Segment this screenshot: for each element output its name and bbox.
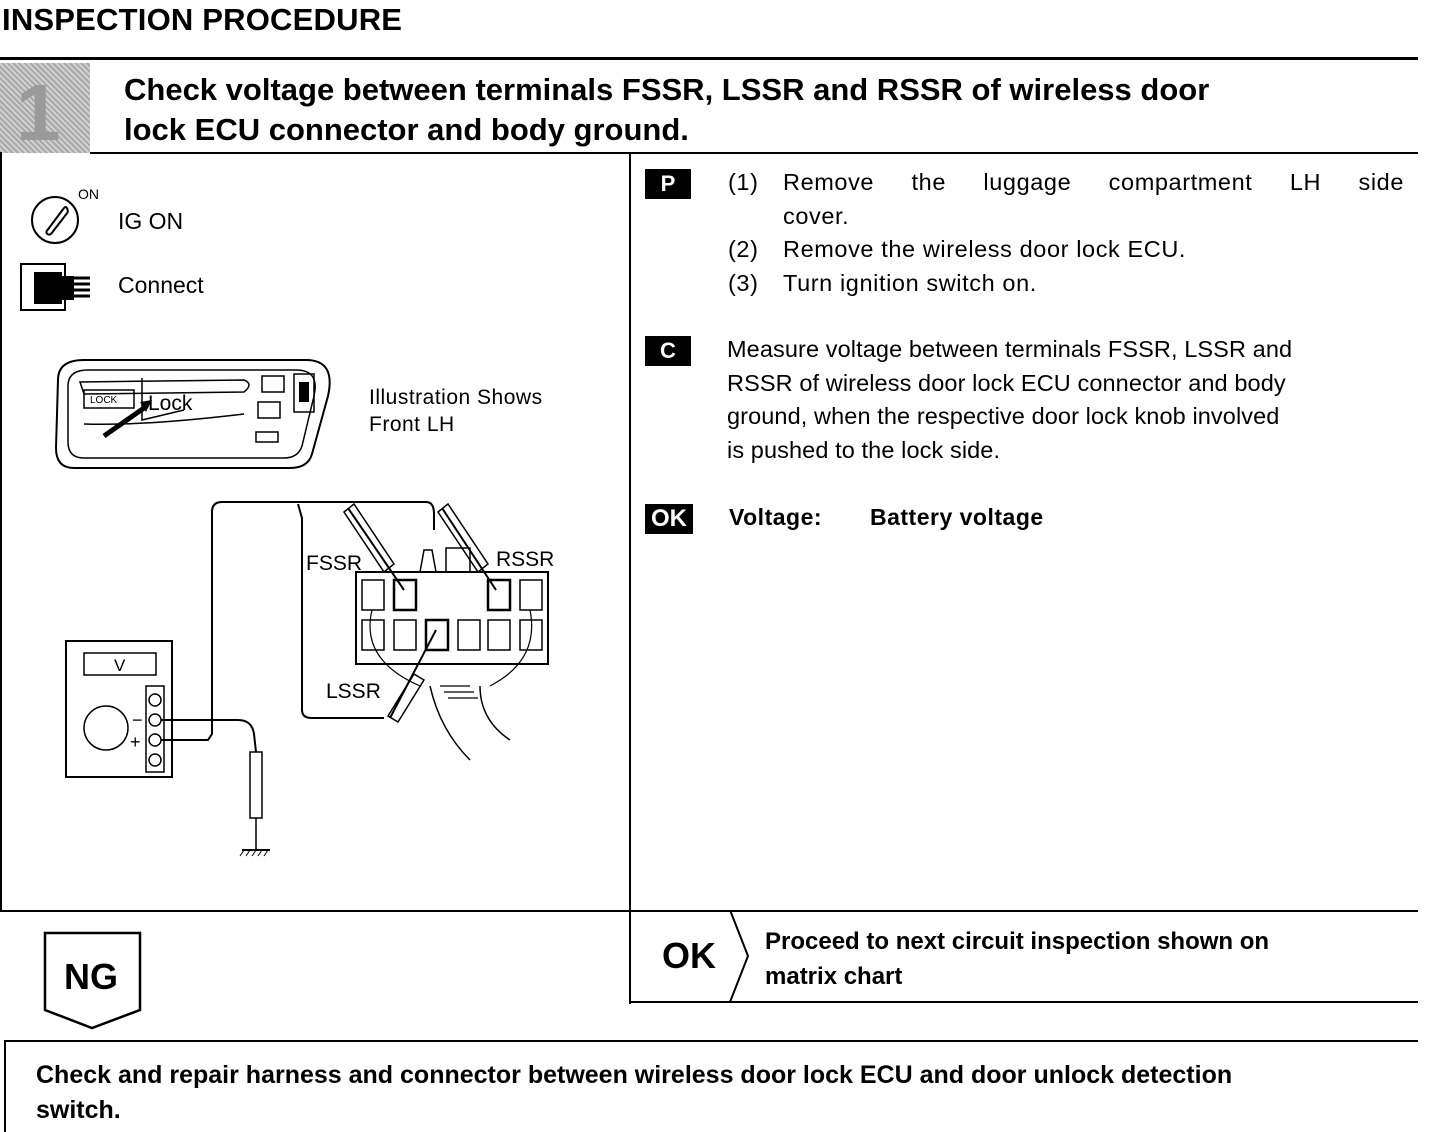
step-text: Remove the wireless door lock ECU. (783, 236, 1187, 262)
prepare-steps: (1) Remove the luggage compartment LH si… (728, 166, 1404, 300)
door-lock-switch-illustration: LOCK Lock (54, 359, 331, 469)
repair-line: Check and repair harness and connector b… (36, 1061, 1233, 1089)
frame-bottom-line (0, 910, 1418, 912)
plus-terminal-label: + (130, 732, 141, 752)
ignition-key-icon (31, 196, 79, 244)
check-line: RSSR of wireless door lock ECU connector… (727, 369, 1286, 396)
terminal-label-fssr: FSSR (306, 552, 362, 575)
repair-top-line (4, 1040, 1418, 1042)
ok-arrow-chevron (729, 910, 750, 1003)
step-title-line: lock ECU connector and body ground. (124, 112, 689, 147)
ok-bottom-line (629, 1001, 1418, 1003)
frame-divider-line (629, 152, 631, 1004)
frame-top-line (90, 152, 1418, 154)
title-divider (0, 57, 1418, 60)
ng-label: NG (64, 956, 118, 997)
voltmeter-label: V (114, 656, 126, 675)
step-num: (1) (728, 169, 759, 195)
step-text: Remove the luggage compartment LH side (783, 169, 1404, 195)
terminal-label-lssr: LSSR (326, 680, 381, 703)
repair-left-line (4, 1040, 6, 1132)
step-number: 1 (16, 68, 61, 157)
caption-line: Front LH (369, 413, 455, 436)
ok-spec-tag: OK (645, 504, 693, 534)
illustration-caption: Illustration Shows Front LH (369, 384, 543, 438)
prepare-step: (2) Remove the wireless door lock ECU. (728, 233, 1404, 267)
probe-lssr (386, 629, 437, 724)
step-title-line: Check voltage between terminals FSSR, LS… (124, 72, 1210, 107)
ng-box (43, 931, 142, 1030)
check-tag: C (645, 336, 691, 366)
ignition-on-mark: ON (78, 186, 99, 202)
check-line: Measure voltage between terminals FSSR, … (727, 336, 1293, 362)
step-text-cont: cover. (783, 202, 850, 229)
check-line: is pushed to the lock side. (727, 436, 1001, 463)
prepare-step: (3) Turn ignition switch on. (728, 267, 1404, 301)
ok-result-line: Proceed to next circuit inspection shown… (765, 928, 1270, 955)
ok-result-text: Proceed to next circuit inspection shown… (765, 924, 1269, 994)
step-text: Turn ignition switch on. (783, 269, 1037, 296)
lock-button-label: LOCK (90, 395, 118, 406)
prepare-step: (1) Remove the luggage compartment LH si… (728, 166, 1404, 200)
page-title: INSPECTION PROCEDURE (2, 2, 403, 37)
step-number-box: 1 (0, 63, 90, 157)
step-num: (2) (728, 236, 759, 262)
ok-result-line: matrix chart (765, 963, 903, 990)
ok-spec-value: Battery voltage (870, 504, 1044, 530)
probe-rssr (436, 502, 497, 591)
step-num: (3) (728, 269, 759, 296)
ok-result-label: OK (662, 935, 716, 976)
ignition-label: IG ON (118, 208, 184, 234)
minus-terminal-label: − (132, 710, 143, 730)
caption-line: Illustration Shows (369, 386, 543, 409)
lock-label: Lock (148, 392, 193, 415)
frame-left-line (0, 152, 2, 912)
check-text: Measure voltage between terminals FSSR, … (727, 333, 1403, 467)
prepare-tag: P (645, 169, 691, 199)
connect-label: Connect (118, 272, 204, 298)
ok-spec-label: Voltage: (729, 504, 823, 530)
repair-instruction: Check and repair harness and connector b… (36, 1058, 1406, 1128)
repair-line: switch. (36, 1096, 121, 1124)
check-line: ground, when the respective door lock kn… (727, 403, 1280, 429)
step-title: Check voltage between terminals FSSR, LS… (124, 70, 1404, 150)
connector-icon (20, 263, 90, 311)
wiring-diagram: V − + FSSR RSSR LSS (65, 501, 554, 857)
terminal-label-rssr: RSSR (496, 548, 554, 571)
probe-fssr (342, 502, 405, 591)
